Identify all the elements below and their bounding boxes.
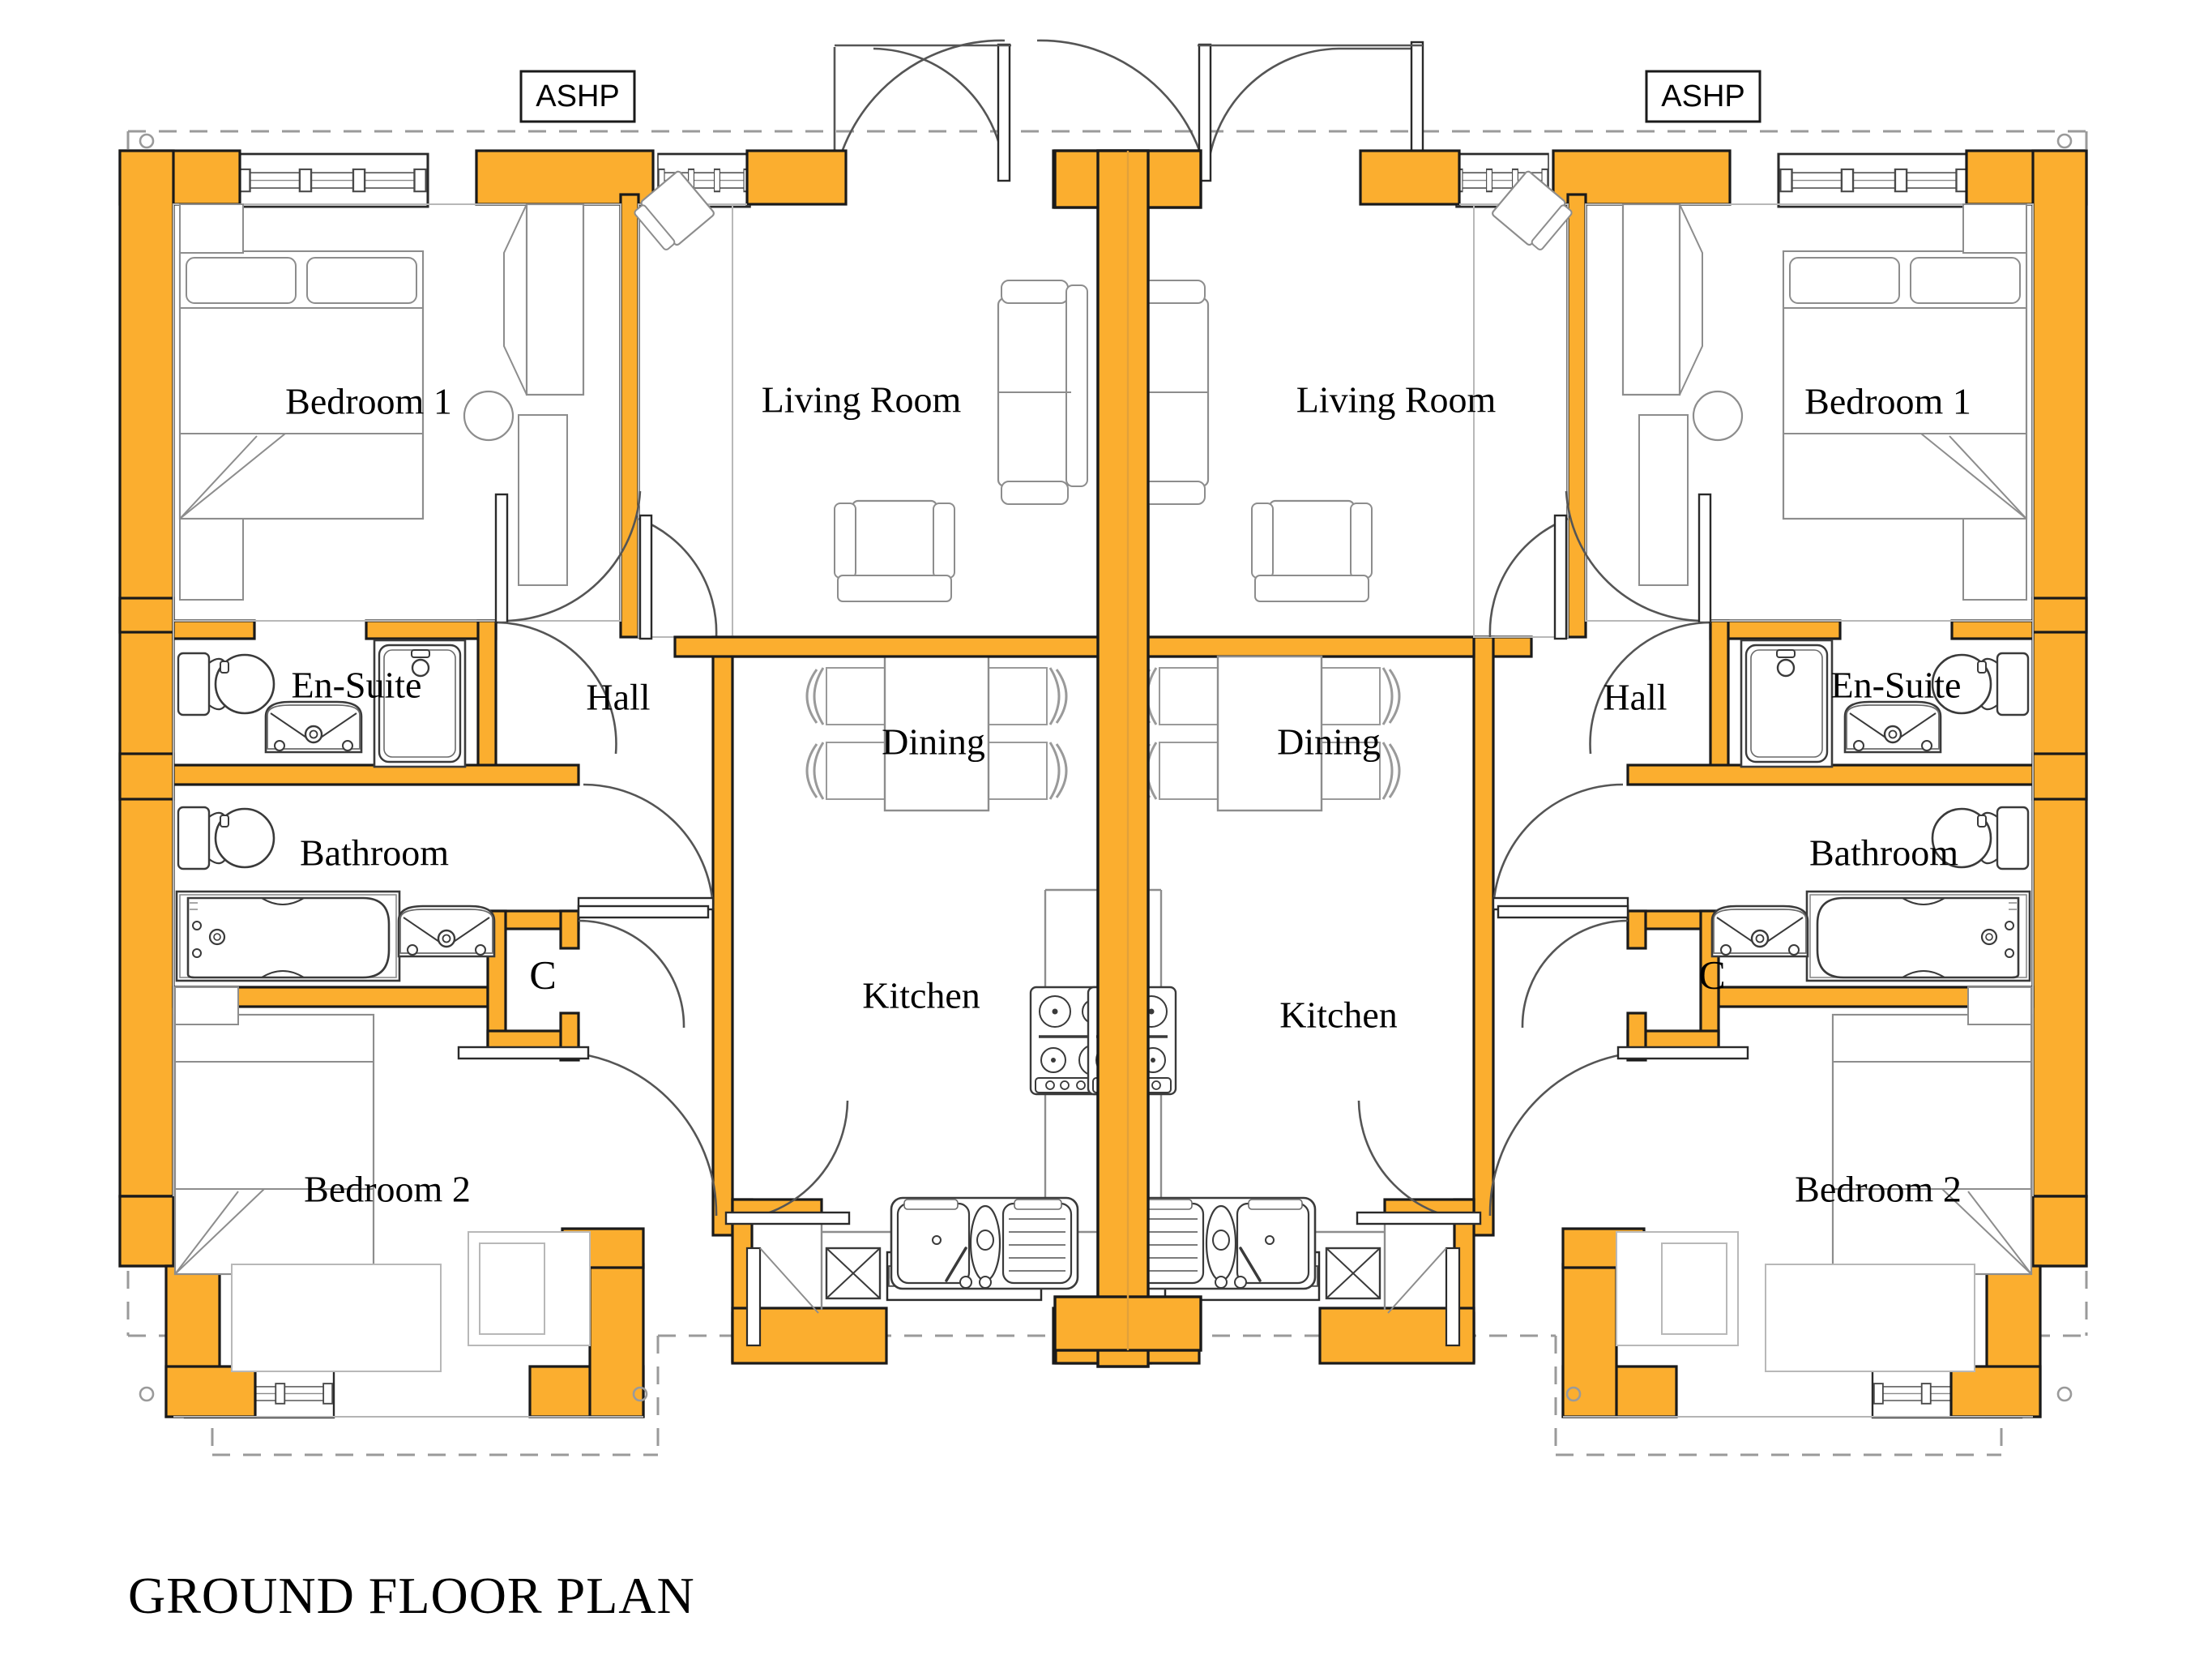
- ashp-left-text: ASHP: [536, 79, 619, 113]
- label-living-left: Living Room: [762, 379, 962, 421]
- ashp-label-left: ASHP: [519, 70, 636, 123]
- label-ensuite-left: En-Suite: [292, 665, 422, 706]
- label-bathroom-left: Bathroom: [300, 832, 449, 874]
- label-cupboard-left: C: [529, 952, 556, 997]
- sofa: [997, 279, 1089, 506]
- single-bed: [173, 1013, 375, 1276]
- bedside-table: [179, 203, 244, 254]
- back-door-left[interactable]: [745, 1247, 819, 1347]
- round-side-table: [463, 390, 515, 442]
- room-labels-left: Bedroom 1 En-Suite Hall Bathroom C Bedro…: [285, 379, 985, 1210]
- label-hall-right: Hall: [1603, 677, 1667, 718]
- label-bedroom2-left: Bedroom 2: [304, 1169, 471, 1210]
- label-bathroom-right: Bathroom: [1809, 832, 1958, 874]
- door-bedroom2-right[interactable]: [1488, 1046, 1749, 1217]
- bedside-table: [174, 986, 239, 1025]
- bedside-table-2: [179, 518, 244, 601]
- corner-markers: [139, 133, 2073, 1402]
- bedside-table-2: [1962, 518, 2027, 601]
- bedside-table: [1967, 986, 2032, 1025]
- label-dining-left: Dining: [882, 721, 985, 763]
- armchair: [1250, 499, 1373, 603]
- door-cupboard-right[interactable]: [1497, 905, 1629, 1029]
- page-title: GROUND FLOOR PLAN: [128, 1567, 695, 1624]
- label-hall-left: Hall: [586, 677, 650, 718]
- bedroom2-furniture-left: [173, 986, 591, 1372]
- wash-basin: [264, 700, 363, 754]
- wardrobe: [1765, 1264, 1975, 1372]
- label-kitchen-right: Kitchen: [1279, 994, 1398, 1036]
- chest-of-drawers: [518, 414, 568, 586]
- party-wall: [1053, 149, 1202, 1368]
- door-ensuite-left[interactable]: [497, 621, 617, 755]
- entrance-door-leaves[interactable]: [835, 41, 1424, 182]
- label-ensuite-right: En-Suite: [1831, 665, 1962, 706]
- appliance: [1325, 1247, 1381, 1300]
- door-bedroom2-left[interactable]: [457, 1046, 718, 1217]
- kitchen-left: [724, 888, 1120, 1347]
- round-side-table: [1692, 390, 1744, 442]
- chest-of-drawers: [468, 1231, 591, 1346]
- label-bedroom1-right: Bedroom 1: [1804, 381, 1971, 422]
- door-bedroom1-left[interactable]: [494, 490, 642, 624]
- ashp-right-text: ASHP: [1661, 79, 1744, 113]
- door-hall-living-right[interactable]: [1488, 514, 1569, 640]
- room-labels-right: Bedroom 1 En-Suite Hall Bathroom C Bedro…: [1277, 379, 1971, 1210]
- walls-right: [673, 149, 2088, 1418]
- shower-tray: [1740, 639, 1834, 768]
- bathtub: [175, 890, 401, 982]
- chest-of-drawers: [1616, 1231, 1739, 1346]
- armchair: [833, 499, 956, 603]
- bedroom1-furniture-right: [1490, 169, 2028, 601]
- ashp-label-right: ASHP: [1645, 70, 1761, 123]
- label-kitchen-left: Kitchen: [862, 975, 980, 1016]
- bedroom2-furniture-right: [1616, 986, 2033, 1372]
- door-ensuite-right[interactable]: [1589, 621, 1710, 755]
- door-hall-living-left[interactable]: [638, 514, 718, 640]
- unit-right: [673, 149, 2088, 1419]
- chest-of-drawers: [1638, 414, 1689, 586]
- label-bedroom1-left: Bedroom 1: [285, 381, 452, 422]
- wardrobe: [231, 1264, 442, 1372]
- bathtub: [1805, 890, 2031, 982]
- door-kitchen-hall-right[interactable]: [1356, 1100, 1482, 1225]
- label-cupboard-right: C: [1698, 952, 1725, 997]
- kitchen-sink: [890, 1196, 1079, 1290]
- kitchen-sink: [1127, 1196, 1317, 1290]
- label-bedroom2-right: Bedroom 2: [1795, 1169, 1962, 1210]
- toilet: [177, 806, 275, 870]
- door-bedroom1-right[interactable]: [1565, 490, 1712, 624]
- wash-basin: [397, 905, 496, 958]
- appliance: [825, 1247, 882, 1300]
- bedroom1-furniture-left: [178, 169, 716, 601]
- toilet: [177, 652, 275, 716]
- back-door-right[interactable]: [1387, 1247, 1461, 1347]
- door-kitchen-hall-left[interactable]: [724, 1100, 851, 1225]
- single-bed: [1831, 1013, 2033, 1276]
- door-cupboard-left[interactable]: [577, 905, 710, 1029]
- label-living-right: Living Room: [1296, 379, 1497, 421]
- bedside-table: [1962, 203, 2027, 254]
- wash-basin: [1710, 905, 1809, 958]
- label-dining-right: Dining: [1277, 721, 1381, 763]
- wash-basin: [1843, 700, 1942, 754]
